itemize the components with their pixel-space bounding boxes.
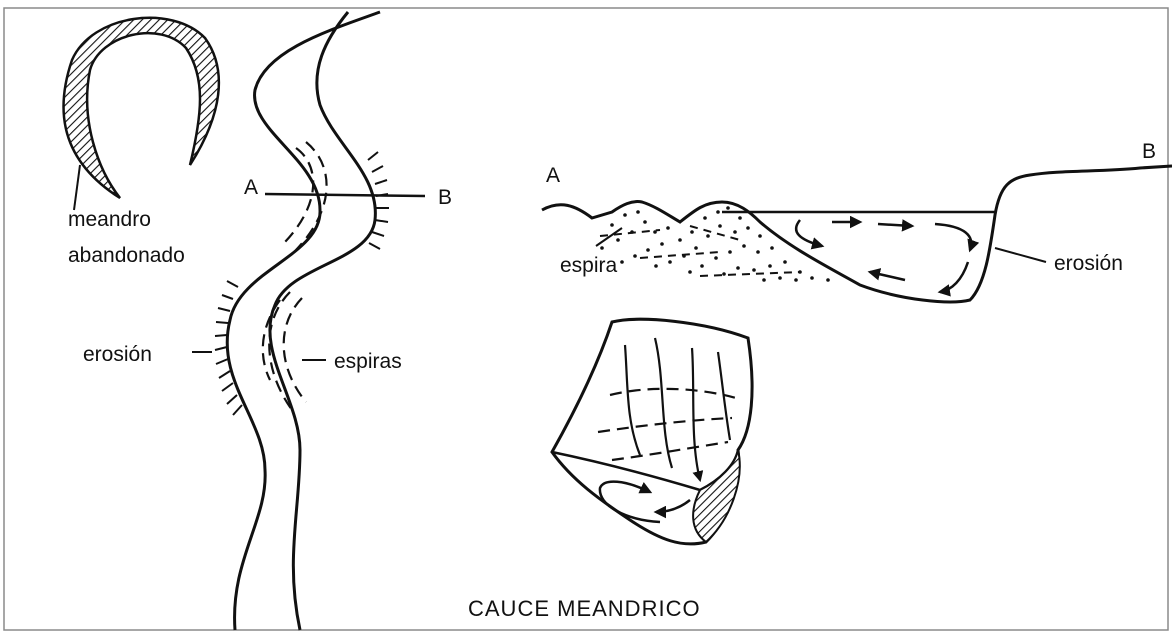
block-bank-hatch [693, 450, 740, 542]
plan-labels: meandro abandonado erosión espiras A B [68, 176, 452, 373]
section-b-label: B [1142, 140, 1156, 163]
oxbow-leader-line [74, 165, 80, 210]
erosion-section-leader [995, 248, 1046, 262]
river-bank-left [227, 12, 380, 630]
block-circulation [600, 482, 690, 522]
figure-caption: CAUCE MEANDRICO [468, 596, 701, 621]
block-flow-lines [625, 338, 730, 480]
scroll-section-leader [596, 228, 622, 246]
cross-section [542, 166, 1172, 302]
section-a-label: A [546, 164, 560, 187]
erosion-section-label: erosión [1054, 252, 1123, 275]
abandoned-meander-label-1: meandro [68, 208, 151, 231]
point-b-label: B [438, 186, 452, 209]
plan-view [64, 12, 425, 630]
scroll-bars-upper [282, 142, 327, 250]
river-bank-right [270, 12, 376, 630]
scroll-section-label: espira [560, 254, 618, 277]
block-3d [552, 319, 752, 544]
scroll-bars-lower [263, 292, 306, 410]
abandoned-meander-shape [64, 18, 219, 198]
abandoned-meander-label-2: abandonado [68, 244, 185, 267]
figure-frame [4, 8, 1168, 630]
erosion-plan-label: erosión [83, 343, 152, 366]
section-line-ab [265, 194, 425, 196]
flow-arrows-section [796, 220, 971, 292]
scroll-deposit [600, 206, 830, 282]
scroll-deposit-dashes [600, 226, 800, 276]
scrolls-label: espiras [334, 350, 402, 373]
section-labels: A B espira erosión [546, 140, 1156, 277]
section-profile [542, 166, 1172, 302]
point-a-label: A [244, 176, 258, 199]
